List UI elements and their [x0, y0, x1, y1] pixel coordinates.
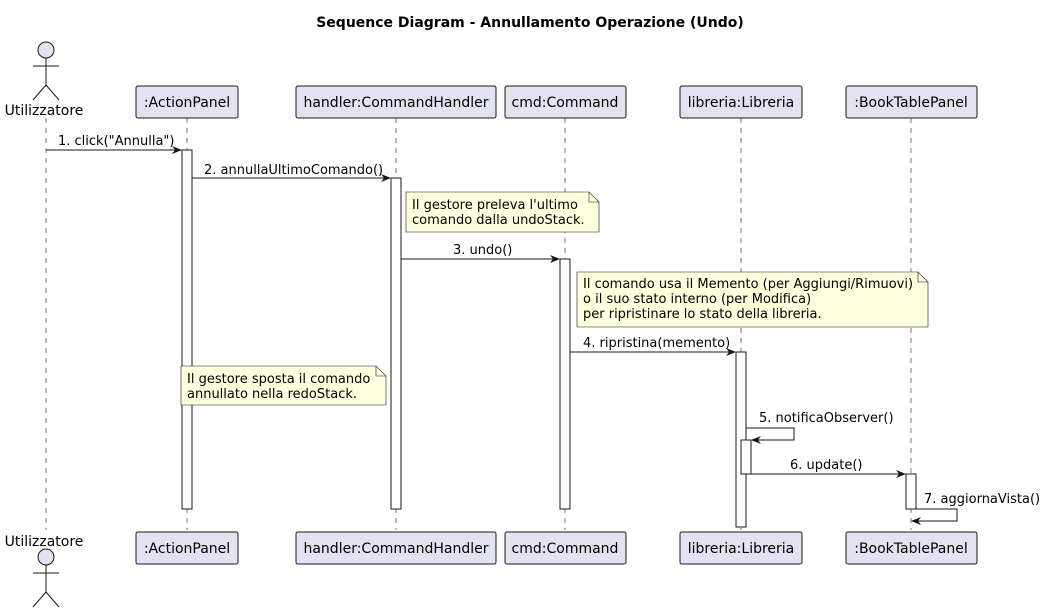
message-label-6: 6. update() — [790, 458, 862, 473]
message-label-1: 1. click("Annulla") — [58, 134, 175, 149]
note-1-line-2: comando dalla undoStack. — [412, 213, 585, 228]
participant-actionpanel-label-bottom: :ActionPanel — [144, 541, 230, 557]
participant-cmd-bottom — [504, 531, 627, 565]
activation-cmd — [559, 258, 571, 510]
note-3 — [180, 365, 387, 406]
message-label-5: 5. notificaObserver() — [759, 411, 894, 426]
participant-handler-bottom — [295, 531, 497, 565]
message-label-2: 2. annullaUltimoComando() — [204, 163, 383, 178]
actor-user-label-top: Utilizzatore — [5, 103, 84, 119]
actor-user-top — [32, 41, 60, 101]
participant-actionpanel-top — [135, 85, 239, 119]
message-label-7: 7. aggiornaVista() — [924, 492, 1040, 507]
note-2 — [576, 271, 929, 328]
note-1-line-1: Il gestore preleva l'ultimo — [412, 198, 578, 213]
participant-cmd-label-bottom: cmd:Command — [512, 541, 619, 557]
message-arrow-5 — [746, 427, 795, 444]
participant-libreria-label-top: libreria:Libreria — [688, 95, 795, 111]
diagram-title: Sequence Diagram - Annullamento Operazio… — [316, 15, 744, 31]
activations — [181, 149, 917, 528]
participant-handler-label-bottom: handler:CommandHandler — [303, 541, 488, 557]
participant-libreria-bottom — [679, 531, 803, 565]
activation-libreria-nested — [740, 439, 752, 475]
participant-libreria-top — [679, 85, 803, 119]
participant-booktable-top — [845, 85, 978, 119]
participant-booktable-bottom — [845, 531, 978, 565]
message-arrow-7 — [911, 508, 958, 525]
message-label-3: 3. undo() — [453, 243, 512, 258]
message-label-4: 4. ripristina(memento) — [583, 336, 730, 351]
participant-booktable-label-top: :BookTablePanel — [854, 95, 968, 111]
note-1 — [405, 191, 600, 233]
note-3-line-2: annullato nella redoStack. — [187, 387, 357, 402]
activation-booktable — [905, 473, 917, 510]
note-3-line-1: Il gestore sposta il comando — [187, 372, 370, 387]
actor-user-bottom — [32, 548, 60, 608]
participant-handler-label-top: handler:CommandHandler — [303, 95, 488, 111]
participant-actionpanel-label-top: :ActionPanel — [144, 95, 230, 111]
participant-cmd-top — [504, 85, 627, 119]
participant-actionpanel-bottom — [135, 531, 239, 565]
participant-cmd-label-top: cmd:Command — [512, 95, 619, 111]
note-2-line-3: per ripristinare lo stato della libreria… — [583, 307, 822, 322]
participant-booktable-label-bottom: :BookTablePanel — [854, 541, 968, 557]
note-2-line-2: o il suo stato interno (per Modifica) — [583, 292, 811, 307]
activation-actionpanel — [181, 149, 193, 510]
participant-libreria-label-bottom: libreria:Libreria — [688, 541, 795, 557]
note-2-line-1: Il comando usa il Memento (per Aggiungi/… — [583, 277, 913, 292]
participant-handler-top — [295, 85, 497, 119]
actor-user-label-bottom: Utilizzatore — [5, 534, 84, 550]
activation-handler — [390, 177, 402, 510]
